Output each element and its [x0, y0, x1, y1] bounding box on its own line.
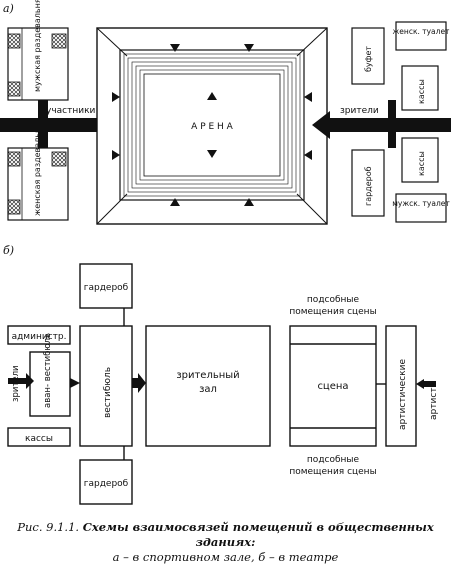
figure-caption: Рис. 9.1.1. Схемы взаимосвязей помещений… — [0, 520, 451, 565]
women-toilet-text: женск. туалет — [393, 27, 451, 36]
auditorium: зрительный зал — [145, 325, 271, 447]
avan-vestibule: аван- вестибюль — [29, 333, 71, 417]
part-a-label: а) — [3, 2, 14, 15]
aux-top-label-2: помещения сцены — [289, 307, 376, 317]
cashier-a-1: кассы — [401, 65, 439, 111]
aux-bottom-label-1: подсобные — [307, 455, 360, 465]
arena-label: А Р Е Н А — [191, 122, 233, 132]
artists-flow: артисты — [416, 379, 439, 420]
admin-room: администр. — [7, 325, 71, 345]
men-toilet-label: мужск. туалет — [392, 199, 450, 208]
vestibule: вестибюль — [70, 325, 133, 447]
cashier-a-1-label: кассы — [417, 79, 426, 104]
caption-line-2: а – в спортивном зале, б – в театре — [112, 550, 339, 564]
part-b-label: б) — [3, 244, 14, 257]
stage-block: сцена — [289, 325, 377, 447]
wardrobe-bottom: гардероб — [79, 446, 133, 505]
participants-label: участники — [46, 106, 96, 116]
spectators-flow-b: зрители — [8, 365, 34, 402]
admin-label: администр. — [12, 332, 67, 342]
wardrobe-top: гардероб — [79, 263, 133, 326]
wardrobe-a: гардероб — [351, 149, 385, 217]
cashier-a-2: кассы — [401, 137, 439, 183]
artist-rooms: артистические — [385, 325, 417, 447]
wardrobe-a-label: гардероб — [364, 166, 373, 206]
men-toilet: мужск. туалет — [392, 193, 450, 223]
wardrobe-bottom-label: гардероб — [84, 479, 129, 489]
artist-rooms-label: артистические — [398, 359, 408, 430]
wardrobe-top-label: гардероб — [84, 283, 129, 293]
women-toilet: женск. туалет — [393, 21, 451, 51]
vestibule-label: вестибюль — [103, 367, 113, 418]
arena: А Р Е Н А — [96, 27, 328, 225]
men-dressing-label: мужская раздевальня — [33, 0, 42, 92]
women-dressing-label: женская раздевальня — [33, 123, 42, 216]
spectators-flow: зрители — [312, 100, 451, 148]
artists-label: артисты — [429, 380, 439, 420]
cashier-b: кассы — [7, 427, 71, 447]
spectators-label-a: зрители — [340, 106, 379, 116]
caption-prefix: Рис. 9.1.1. — [17, 520, 80, 534]
cashier-b-label: кассы — [25, 434, 53, 444]
avan-vestibule-label: аван- вестибюль — [43, 333, 53, 408]
women-toilet-label: женск. туалет — [393, 27, 451, 36]
caption-title: Схемы взаимосвязей помещений в обществен… — [82, 520, 434, 549]
buffet: буфет — [351, 27, 385, 85]
buffet-label: буфет — [364, 46, 373, 72]
spectators-label-b: зрители — [11, 365, 21, 402]
caption-line-1: Рис. 9.1.1. Схемы взаимосвязей помещений… — [0, 520, 451, 550]
stage-label: сцена — [317, 381, 348, 392]
vestibule-to-hall-arrow — [132, 373, 146, 393]
aux-bottom-label-2: помещения сцены — [289, 467, 376, 477]
men-toilet-text: мужск. туалет — [392, 199, 450, 208]
cashier-a-2-label: кассы — [417, 151, 426, 176]
women-dressing-room: женская раздевальня — [7, 123, 69, 221]
aux-top-label-1: подсобные — [307, 295, 360, 305]
auditorium-label-1: зрительный — [176, 370, 239, 381]
men-dressing-room: мужская раздевальня — [7, 0, 69, 101]
auditorium-label-2: зал — [199, 384, 217, 395]
